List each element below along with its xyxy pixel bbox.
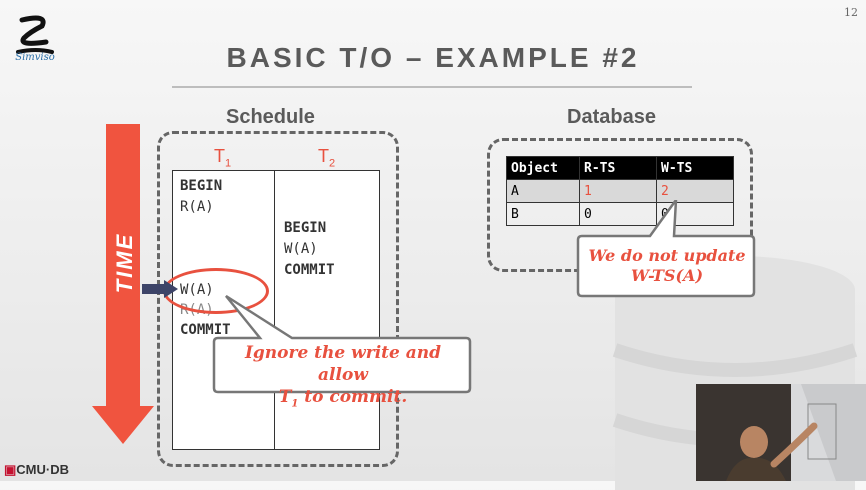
header-rts: R-TS (579, 156, 657, 180)
time-label: TIME (112, 232, 137, 294)
cmu-db-brand: ▣CMU·DB (4, 462, 70, 477)
t2-header: T2 (318, 146, 336, 170)
t2-op-write-a: W(A) (284, 241, 318, 257)
table-row: A 1 2 (506, 179, 734, 203)
t2-op-commit: COMMIT (284, 262, 335, 278)
schedule-dashed-box (157, 131, 399, 467)
ignore-write-callout-text: Ignore the write and allow T1 to commit. (244, 343, 442, 410)
no-update-callout (576, 200, 756, 298)
t1-op-begin: BEGIN (180, 178, 223, 194)
t1-header: T1 (214, 146, 232, 170)
database-table-header: Object R-TS W-TS (506, 156, 734, 180)
current-op-pointer-icon (142, 280, 178, 298)
schedule-title: Schedule (226, 106, 315, 128)
no-update-callout-text: We do not update W-TS(A) (588, 246, 746, 285)
carnegie-mellon-icon: ▣ (4, 462, 17, 477)
simviso-logo-icon (16, 15, 54, 54)
header-wts: W-TS (656, 156, 734, 180)
schedule-column-divider (274, 170, 275, 450)
slide-title: BASIC T/O – EXAMPLE #2 (226, 42, 640, 73)
header-object: Object (506, 156, 580, 180)
presenter-video-thumbnail (696, 384, 866, 481)
t2-op-begin: BEGIN (284, 220, 327, 236)
cell-wts-a: 2 (656, 179, 734, 203)
database-table: Object R-TS W-TS A 1 2 B 0 0 (506, 156, 734, 226)
ignore-write-callout (212, 294, 472, 394)
cell-object-b: B (506, 202, 580, 226)
t1-op-read-a: R(A) (180, 199, 214, 215)
t1-op-commit: COMMIT (180, 322, 231, 338)
database-title: Database (567, 106, 656, 128)
page-number: 12 (844, 6, 858, 19)
write-highlight-ellipse (163, 268, 269, 314)
cell-object-a: A (506, 179, 580, 203)
cell-rts-a: 1 (579, 179, 657, 203)
logo-text: Simviso (15, 52, 55, 63)
table-row: B 0 0 (506, 202, 734, 226)
time-arrow-icon (92, 124, 154, 444)
title-underline (172, 86, 692, 88)
